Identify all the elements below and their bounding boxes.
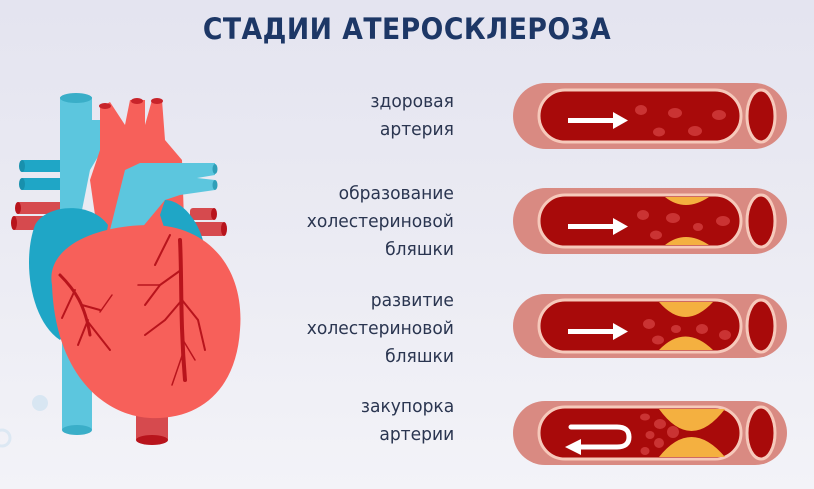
label-line: бляшки bbox=[385, 346, 454, 367]
label-line: холестериновой bbox=[306, 318, 454, 339]
stage-label-healthy: здоровая артерия bbox=[370, 88, 454, 144]
label-line: бляшки bbox=[385, 239, 454, 260]
label-line: закупорка bbox=[360, 396, 454, 417]
artery-healthy-icon bbox=[513, 83, 787, 149]
arrow-right-icon bbox=[568, 218, 628, 235]
label-line: холестериновой bbox=[306, 211, 454, 232]
page-title: СТАДИИ АТЕРОСКЛЕРОЗА bbox=[202, 12, 612, 46]
label-line: образование bbox=[338, 183, 454, 204]
label-line: артерии bbox=[379, 424, 454, 445]
label-line: артерия bbox=[379, 119, 454, 140]
artery-development-icon bbox=[513, 294, 787, 358]
arrow-right-icon bbox=[568, 112, 628, 129]
heart-icon bbox=[0, 93, 241, 448]
stage-label-formation: образование холестериновой бляшки bbox=[307, 180, 454, 264]
stage-label-development: развитие холестериновой бляшки bbox=[307, 287, 454, 371]
artery-blockage-icon bbox=[513, 401, 787, 465]
arrow-right-icon bbox=[568, 323, 628, 340]
label-line: развитие bbox=[370, 290, 454, 311]
artery-formation-icon bbox=[513, 188, 787, 254]
label-line: здоровая bbox=[370, 91, 454, 112]
arrow-u-turn-icon bbox=[568, 424, 632, 450]
arrow-head-left-icon bbox=[565, 439, 581, 455]
stage-label-blockage: закупорка артерии bbox=[361, 393, 454, 449]
